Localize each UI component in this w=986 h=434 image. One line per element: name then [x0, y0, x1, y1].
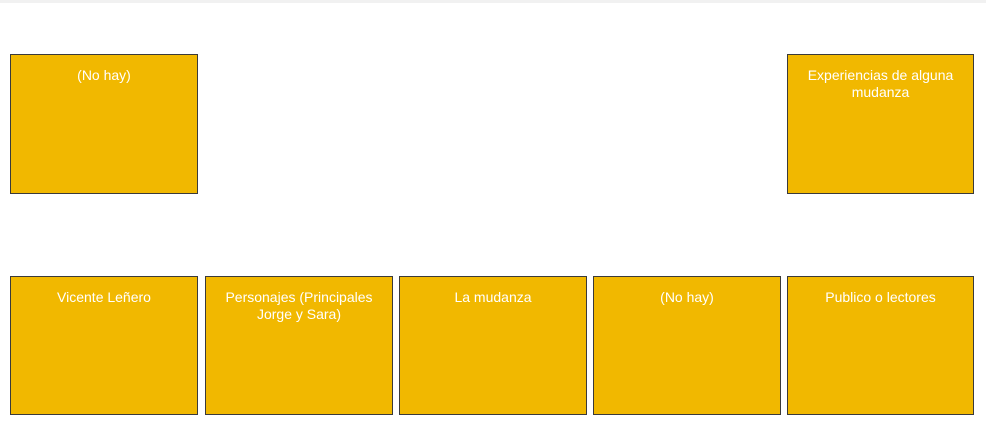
box-top-right[interactable]: Experiencias de alguna mudanza: [787, 54, 974, 194]
box-bottom-5[interactable]: Publico o lectores: [787, 276, 974, 415]
box-bottom-4-label: (No hay): [660, 289, 714, 305]
box-top-left[interactable]: (No hay): [10, 54, 198, 194]
box-bottom-4[interactable]: (No hay): [593, 276, 781, 415]
box-bottom-1[interactable]: Vicente Leñero: [10, 276, 198, 415]
box-bottom-1-label: Vicente Leñero: [57, 289, 151, 305]
box-bottom-3-label: La mudanza: [454, 289, 532, 305]
box-bottom-5-label: Publico o lectores: [825, 289, 936, 305]
box-top-left-label: (No hay): [77, 67, 131, 83]
top-divider: [0, 0, 986, 3]
box-bottom-2[interactable]: Personajes (Principales Jorge y Sara): [205, 276, 393, 415]
box-bottom-3[interactable]: La mudanza: [399, 276, 587, 415]
box-top-right-label: Experiencias de alguna mudanza: [807, 67, 954, 100]
box-bottom-2-label: Personajes (Principales Jorge y Sara): [225, 289, 373, 322]
